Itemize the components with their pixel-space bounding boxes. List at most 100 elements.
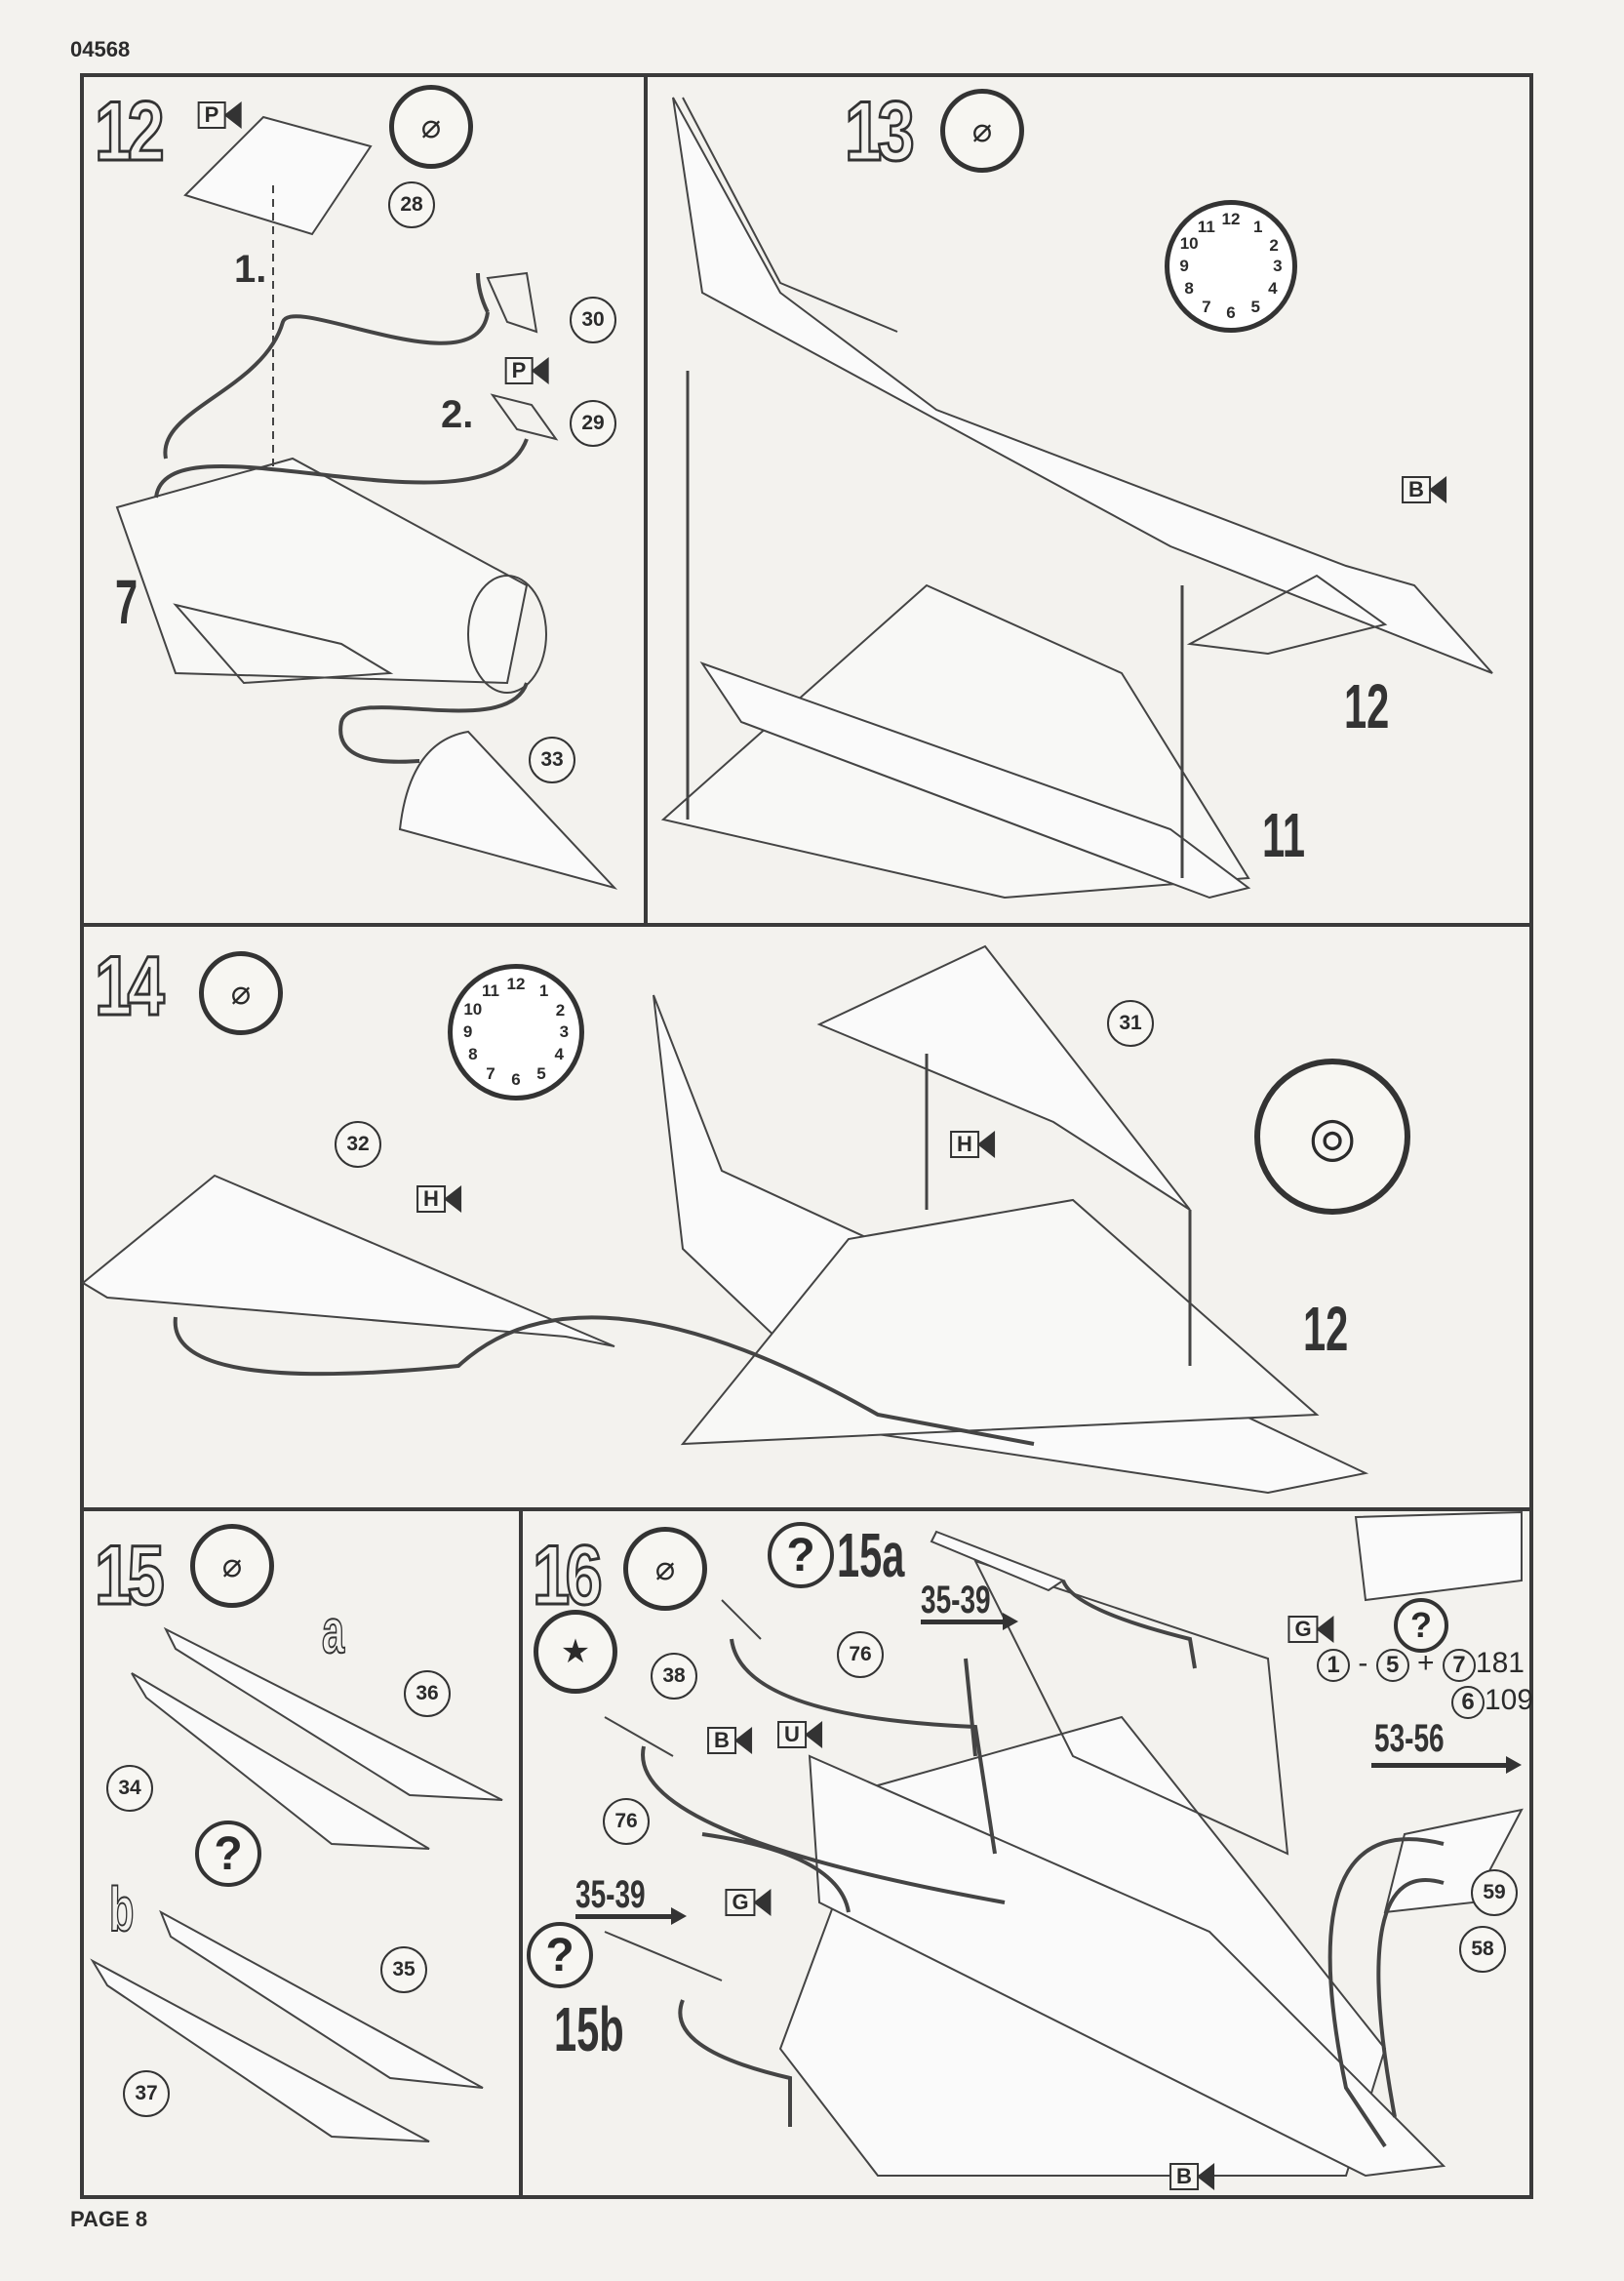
clock-numeral: 2: [1269, 235, 1279, 255]
part-callout: 38: [651, 1653, 697, 1700]
decal-plus: +: [1417, 1647, 1435, 1679]
flag-tip: [1428, 476, 1446, 503]
glue-icon: ⌀: [389, 85, 473, 169]
clock-numeral: 10: [463, 999, 483, 1019]
decal-water-icon: ★: [534, 1610, 617, 1694]
variant-label-b: b: [108, 1874, 135, 1944]
flag-tip: [733, 1727, 752, 1754]
sub-step-label: 1.: [234, 248, 267, 291]
clock-icon: 12 1 2 3 4 5 6 7 8 9 10 11: [448, 964, 584, 1100]
page-number: PAGE 8: [70, 2207, 148, 2231]
part-callout: 29: [570, 400, 616, 447]
clock-numeral: 12: [506, 974, 526, 993]
step-15-drawing: [90, 1626, 503, 2142]
part-callout: 37: [123, 2070, 170, 2117]
masking-tape-icon: ◎: [1254, 1059, 1410, 1215]
sprue-flag-b: B: [707, 1727, 752, 1754]
flag-label: H: [950, 1131, 979, 1158]
clock-numeral: 4: [1268, 278, 1278, 298]
flag-tip: [804, 1721, 822, 1748]
flag-label: G: [1287, 1616, 1319, 1643]
part-callout: 31: [1107, 1000, 1154, 1047]
clock-numeral: 3: [559, 1022, 570, 1041]
glue-icon: ⌀: [623, 1527, 707, 1611]
decal-number: 7: [1442, 1649, 1476, 1682]
flag-tip: [223, 101, 242, 129]
flag-label: B: [1169, 2163, 1199, 2190]
step-12-drawing: [115, 115, 618, 890]
clock-numeral: 6: [1226, 302, 1236, 322]
step-13-drawing: [660, 97, 1493, 900]
step-reference: 12: [1344, 671, 1390, 741]
step-reference: 7: [115, 567, 139, 637]
clock-numeral: 8: [468, 1045, 478, 1064]
optional-question-icon: ?: [1394, 1598, 1448, 1653]
decal-number: 6: [1451, 1686, 1485, 1719]
step-reference: 11: [1262, 800, 1305, 870]
sprue-flag-g: G: [1287, 1616, 1334, 1643]
decal-dash: -: [1358, 1647, 1368, 1679]
flag-tip: [753, 1889, 772, 1916]
flag-label: U: [777, 1721, 807, 1748]
optional-question-icon: ?: [527, 1922, 593, 1988]
part-range-label: 53-56: [1374, 1717, 1445, 1760]
arrow-right-icon: [921, 1613, 1018, 1630]
sprue-flag-p: P: [504, 357, 549, 384]
part-range-label: 35-39: [575, 1873, 646, 1916]
part-callout: 33: [529, 737, 575, 783]
clock-numeral: 1: [1252, 217, 1263, 236]
step-reference-15a: 15a: [837, 1520, 905, 1590]
clock-numeral: 4: [554, 1045, 564, 1064]
part-callout: 34: [106, 1765, 153, 1812]
clock-numeral: 7: [486, 1063, 495, 1083]
optional-question-icon: ?: [195, 1821, 261, 1887]
step-number: 15: [94, 1529, 166, 1622]
clock-numeral: 3: [1273, 257, 1283, 275]
arrow-right-icon: [1371, 1756, 1522, 1774]
step-16-panel: [519, 1507, 1533, 2199]
document-code: 04568: [70, 37, 131, 61]
sprue-flag-g: G: [725, 1889, 772, 1916]
flag-label: B: [707, 1727, 736, 1754]
optional-question-icon: ?: [768, 1522, 834, 1588]
part-callout: 32: [335, 1121, 381, 1168]
part-callout: 58: [1459, 1926, 1506, 1973]
clock-numeral: 7: [1202, 297, 1211, 316]
sprue-flag-p: P: [197, 101, 242, 129]
part-callout: 59: [1471, 1869, 1518, 1916]
flag-tip: [443, 1185, 461, 1213]
flag-label: H: [416, 1185, 446, 1213]
step-reference-15b: 15b: [554, 1994, 624, 2064]
decal-number: 1: [1317, 1649, 1350, 1682]
part-callout: 76: [837, 1631, 884, 1678]
flag-label: G: [725, 1889, 756, 1916]
step-number: 16: [532, 1529, 604, 1622]
sub-step-label: 2.: [441, 393, 474, 436]
flag-label: B: [1402, 476, 1431, 503]
sprue-flag-h: H: [950, 1131, 995, 1158]
clock-numeral: 5: [536, 1063, 546, 1083]
sprue-flag-b: B: [1169, 2163, 1214, 2190]
step-number: 14: [94, 940, 166, 1033]
arrow-right-icon: [575, 1907, 687, 1925]
clock-numeral: 12: [1221, 210, 1241, 229]
flag-tip: [1196, 2163, 1214, 2190]
glue-icon: ⌀: [940, 89, 1024, 173]
sprue-flag-b: B: [1402, 476, 1446, 503]
glue-icon: ⌀: [190, 1524, 274, 1608]
part-callout: 30: [570, 297, 616, 343]
clock-numeral: 9: [1179, 257, 1189, 275]
flag-tip: [1316, 1616, 1334, 1643]
flag-label: P: [197, 101, 226, 129]
variant-label-a: a: [321, 1596, 345, 1666]
step-16-drawing: [604, 1510, 1524, 2178]
part-range-label: 35-39: [921, 1579, 991, 1621]
clock-icon: 12 1 2 3 4 5 6 7 8 9 10 11: [1165, 200, 1297, 333]
clock-numeral: 2: [555, 1000, 566, 1020]
step-14-drawing: [81, 944, 1369, 1495]
clock-numeral: 10: [1179, 234, 1199, 254]
sprue-flag-h: H: [416, 1185, 461, 1213]
